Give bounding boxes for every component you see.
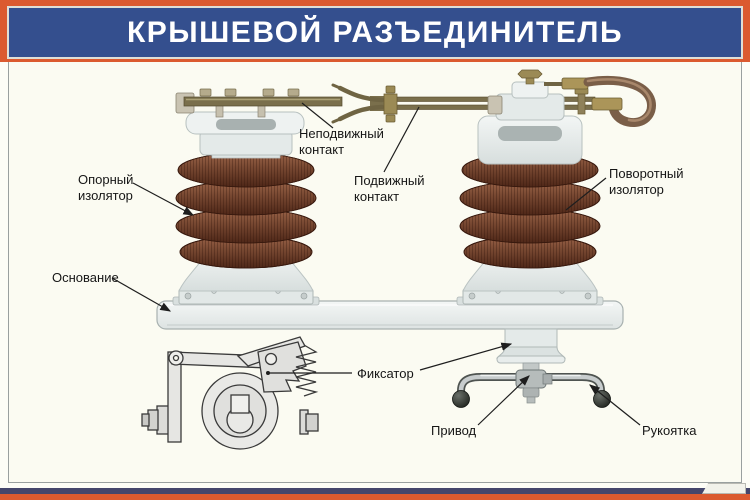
- bottom-navy-strip: [0, 488, 750, 494]
- leader-lines: [111, 102, 641, 426]
- leader-fixed-contact: [301, 102, 334, 129]
- leader-movable-contact: [383, 106, 420, 173]
- leader-support-insulator: [132, 182, 195, 216]
- label-support-insulator: Опорный изолятор: [78, 172, 134, 203]
- support-insulator: [172, 88, 320, 306]
- latch-mechanism-drawing: [141, 336, 319, 450]
- leader-rotary-insulator: [565, 177, 607, 211]
- publisher-logo: [702, 483, 746, 494]
- title-band: КРЫШЕВОЙ РАЗЪЕДИНИТЕЛЬ: [0, 0, 750, 62]
- bottom-orange-strip: [0, 494, 750, 500]
- movable-contact-hook: [544, 75, 656, 128]
- label-drive: Привод: [431, 423, 477, 438]
- title-panel: КРЫШЕВОЙ РАЗЪЕДИНИТЕЛЬ: [9, 8, 741, 57]
- handle-bar: [452, 373, 611, 408]
- label-movable-contact: Подвижный контакт: [354, 173, 425, 204]
- handle-ball-right: [593, 390, 611, 408]
- handle-ball-left: [452, 390, 470, 408]
- label-fixed-contact: Неподвижный контакт: [299, 126, 384, 157]
- label-handle: Рукоятка: [642, 423, 697, 438]
- rotary-insulator: [456, 69, 604, 306]
- label-rotary-insulator: Поворотный изолятор: [609, 166, 684, 197]
- leader-latch-right: [419, 342, 513, 371]
- leader-base: [111, 277, 172, 312]
- leader-drive: [477, 375, 530, 426]
- label-base: Основание: [52, 270, 119, 285]
- leader-handle: [589, 384, 641, 426]
- drive-assembly: [452, 328, 611, 408]
- poster-title: КРЫШЕВОЙ РАЗЪЕДИНИТЕЛЬ: [126, 15, 624, 49]
- label-latch: Фиксатор: [357, 366, 414, 381]
- content-frame: [8, 62, 742, 483]
- fixed-contact-fork: [331, 83, 398, 124]
